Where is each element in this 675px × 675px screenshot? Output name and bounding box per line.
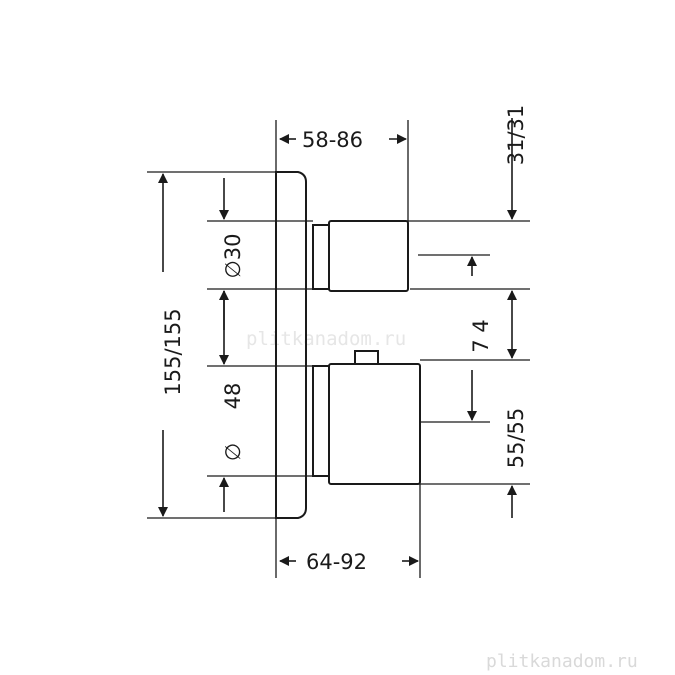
dim-bottom-width: 64-92 (306, 550, 367, 574)
watermark-center: plitkanadom.ru (246, 328, 406, 350)
safety-button (354, 350, 379, 365)
extension-lines (147, 120, 530, 578)
dim-middle-right: 7 4 (469, 319, 493, 352)
thermostat-stem (312, 365, 330, 477)
dimension-lines (158, 118, 517, 566)
stop-valve-stem (312, 224, 330, 290)
dim-diameter-top: ∅30 (221, 233, 245, 278)
watermark-corner: plitkanadom.ru (486, 651, 638, 672)
dim-diameter-bottom-number: 48 (221, 383, 245, 410)
thermostat-outline (275, 171, 421, 519)
dim-total-height: 155/155 (161, 308, 185, 395)
dim-top-width: 58-86 (302, 128, 363, 152)
thermostat-handle (328, 363, 421, 485)
dim-diameter-bottom-symbol: ∅ (221, 443, 245, 461)
dim-top-right: 31/31 (504, 105, 528, 166)
dim-bottom-right: 55/55 (504, 408, 528, 469)
cover-plate (275, 171, 307, 519)
stop-valve-handle (328, 220, 409, 292)
